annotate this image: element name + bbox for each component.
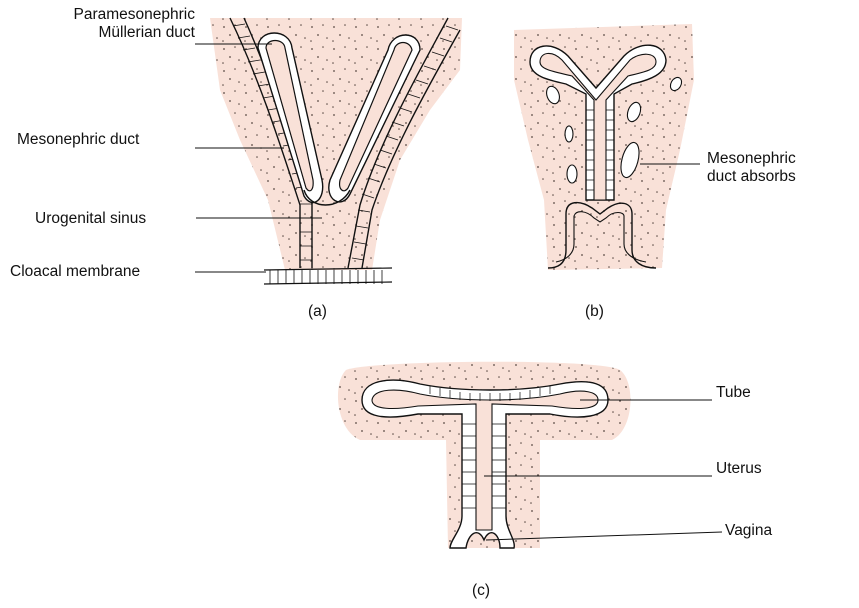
- panel-a-diagram: [195, 18, 462, 284]
- caption-panel-b: (b): [585, 303, 604, 321]
- label-paramesonephric: Paramesonephric Müllerian duct: [0, 6, 195, 42]
- label-absorbs-line1: Mesonephric: [707, 150, 796, 168]
- label-paramesonephric-line1: Paramesonephric: [0, 6, 195, 24]
- label-urogenital-sinus: Urogenital sinus: [35, 210, 146, 228]
- label-uterus: Uterus: [716, 460, 762, 478]
- label-mesonephric-duct: Mesonephric duct: [17, 131, 139, 149]
- label-absorbs-line2: duct absorbs: [707, 168, 796, 186]
- label-mesonephric-absorbs: Mesonephric duct absorbs: [707, 150, 796, 186]
- caption-panel-c: (c): [472, 582, 490, 600]
- label-paramesonephric-line2: Müllerian duct: [0, 24, 195, 42]
- label-vagina: Vagina: [725, 522, 772, 540]
- panel-a-tissue: [210, 18, 462, 270]
- panel-c-diagram: [338, 362, 722, 548]
- panel-b-diagram: [514, 24, 700, 270]
- label-cloacal-membrane: Cloacal membrane: [10, 263, 140, 281]
- cloacal-membrane: [264, 268, 392, 284]
- label-tube: Tube: [716, 384, 751, 402]
- caption-panel-a: (a): [308, 303, 327, 321]
